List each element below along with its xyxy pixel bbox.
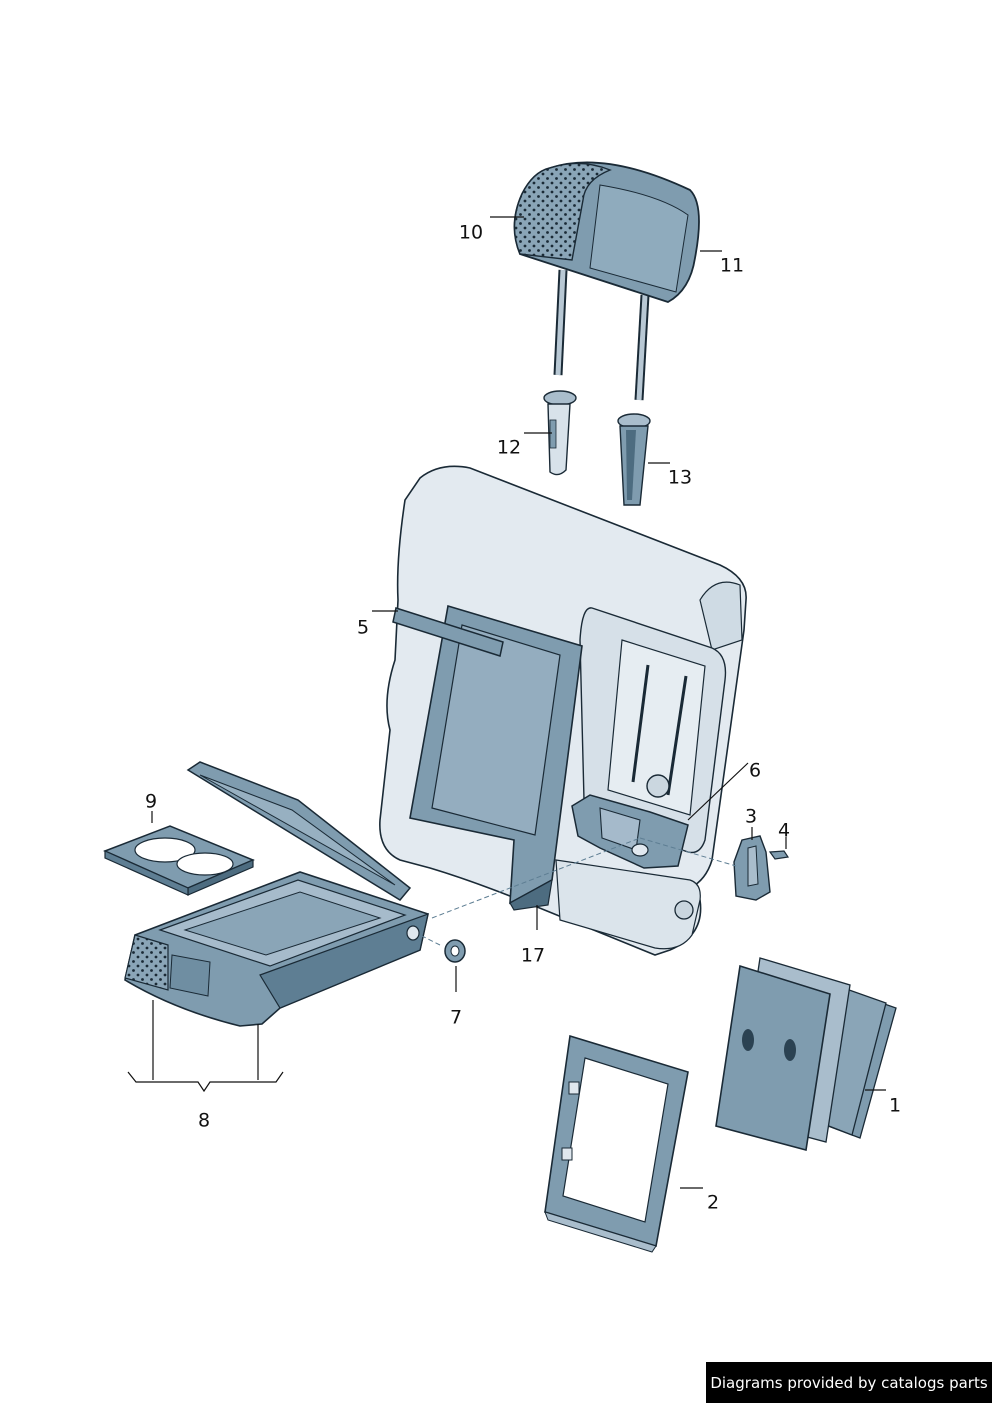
callout-10: 10 [458, 221, 484, 244]
part-3-clip [733, 835, 771, 901]
callout-17: 17 [520, 944, 546, 967]
part-17-armrest-recess [409, 604, 583, 911]
callout-8: 8 [197, 1109, 211, 1132]
credit-banner: Diagrams provided by catalogs parts [706, 1362, 992, 1403]
callout-12: 12 [496, 436, 522, 459]
callout-1: 1 [888, 1094, 902, 1117]
callout-5: 5 [356, 616, 370, 639]
callout-7: 7 [449, 1006, 463, 1029]
part-4-screw [768, 850, 790, 860]
callout-3: 3 [744, 805, 758, 828]
callout-9: 9 [144, 790, 158, 813]
leader-lines [127, 216, 886, 1189]
part-13-guide-sleeve-lock [617, 413, 651, 506]
part-7-nut [444, 939, 466, 963]
part-8-armrest [124, 761, 429, 1027]
callout-11: 11 [719, 254, 745, 277]
callout-2: 2 [706, 1191, 720, 1214]
part-5-trim-strip [392, 607, 504, 657]
callout-6: 6 [748, 759, 762, 782]
part-2-frame [544, 1034, 689, 1253]
part-9-cup-holder-insert [103, 825, 255, 896]
part-1-cover-set [715, 957, 897, 1152]
part-12-guide-sleeve [543, 390, 577, 476]
assembly-lines [419, 837, 737, 946]
part-6-bracket [571, 794, 689, 869]
callout-4: 4 [777, 819, 791, 842]
part-10-11-headrest [513, 161, 700, 401]
callout-13: 13 [667, 466, 693, 489]
